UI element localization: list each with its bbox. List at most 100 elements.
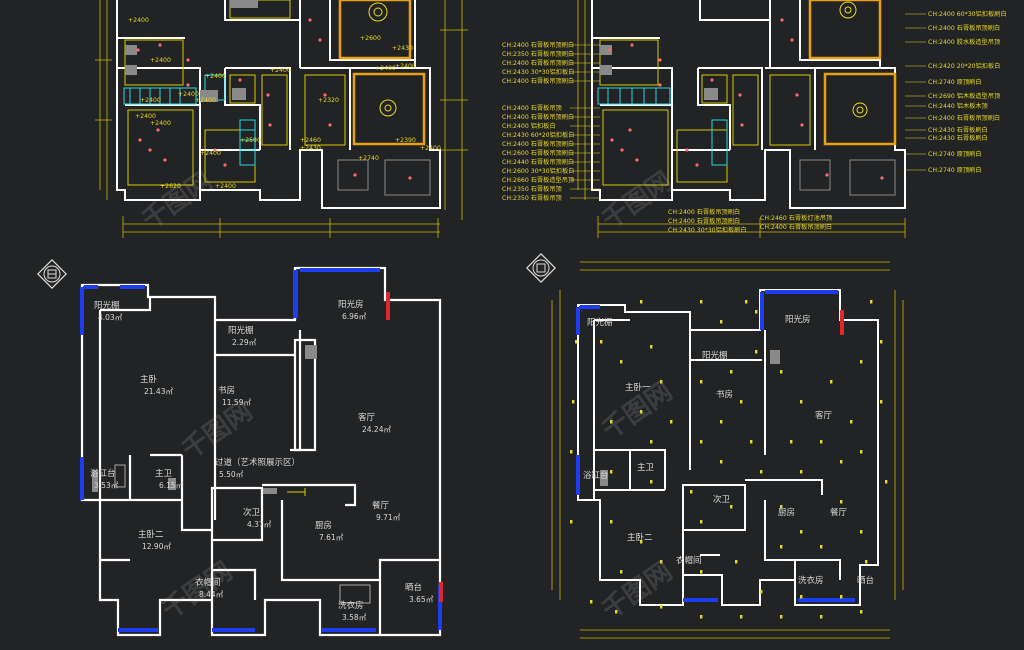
ceiling-height-label: +2600 — [360, 35, 381, 42]
ceiling-lamp — [308, 18, 312, 22]
ceiling-lamp — [186, 83, 190, 87]
room-name-label: 主卧一 — [625, 382, 651, 393]
room-name-label: 次卫 — [713, 494, 731, 505]
ceiling-note: CH:2400 石膏板吊顶刷白 — [928, 114, 1000, 122]
ceiling-lamp — [630, 43, 634, 47]
ceiling-lamp — [268, 123, 272, 127]
ceiling-lamp — [238, 78, 242, 82]
light-point — [670, 420, 673, 424]
ceiling-note: CH:2430 石膏板刷白 — [928, 126, 988, 134]
light-point — [640, 540, 643, 544]
ceiling-height-label: +2400 — [215, 183, 236, 190]
ceiling-lamp — [158, 43, 162, 47]
ceiling-lamp — [610, 138, 614, 142]
ceiling-height-label: +2400 — [420, 145, 441, 152]
light-point — [590, 600, 593, 604]
ceiling-lamp — [408, 176, 412, 180]
room-area-label: 9.71㎡ — [376, 513, 401, 522]
light-point — [570, 450, 573, 454]
ceiling-note: CH:2400 铝扣板白 — [502, 122, 556, 130]
ceiling-lamp — [353, 173, 357, 177]
light-point — [780, 505, 783, 509]
ceiling-note: CH:2400 石膏板吊顶刷白 — [502, 113, 574, 121]
light-point — [800, 530, 803, 534]
light-point — [660, 560, 663, 564]
ceiling-right-feature-zones — [808, 0, 897, 146]
room-area-label: 24.24㎡ — [362, 425, 391, 434]
light-point — [650, 345, 653, 349]
lighting-plan-windows — [576, 290, 855, 602]
light-point — [700, 520, 703, 524]
ceiling-lamp — [318, 38, 322, 42]
ceiling-note: CH:2740 原顶刷白 — [928, 166, 982, 174]
light-point — [720, 420, 723, 424]
room-name-label: 客厅 — [815, 410, 833, 421]
ceiling-note: CH:2740 原顶刷白 — [928, 150, 982, 158]
light-point — [700, 440, 703, 444]
compass-icon — [37, 259, 67, 289]
ceiling-note: CH:2430 60*20铝扣板白 — [502, 131, 574, 139]
room-name-label: 洗衣房 — [338, 600, 364, 611]
light-point — [700, 300, 703, 304]
ceiling-lamp — [186, 58, 190, 62]
light-point — [780, 615, 783, 619]
area-plan-dimension-ticks — [287, 488, 306, 496]
ceiling-lamp — [163, 158, 167, 162]
ceiling-height-label: +2460 — [300, 137, 321, 144]
ceiling-height-label: +2400 — [150, 57, 171, 64]
ceiling-lamp — [738, 93, 742, 97]
ceiling-note: CH:2400 60*30铝扣板刷白 — [928, 10, 1007, 18]
ceiling-note: CH:2660 石膏板造型吊顶 — [502, 176, 574, 184]
ceiling-lamp — [213, 148, 217, 152]
light-point — [650, 480, 653, 484]
ceiling-note: CH:2400 石膏板吊顶刷白 — [502, 140, 574, 148]
light-point — [620, 570, 623, 574]
ceiling-note: CH:2430 30*30铝扣板刷白 — [668, 226, 747, 234]
room-area-label: 3.58㎡ — [342, 613, 367, 622]
light-point — [700, 615, 703, 619]
ceiling-height-label: +2400 — [140, 97, 161, 104]
room-area-label: 4.37㎡ — [247, 520, 272, 529]
light-point — [880, 400, 883, 404]
light-point — [575, 340, 578, 344]
room-area-label: 6.15㎡ — [159, 481, 184, 490]
light-point — [610, 420, 613, 424]
lighting-plan-dimension-lines — [551, 261, 904, 639]
ceiling-left-feature-zones — [338, 0, 426, 146]
light-point — [790, 440, 793, 444]
ceiling-note: CH:2350 石膏板吊顶刷白 — [502, 50, 574, 58]
ceiling-left-fixtures-gray — [125, 0, 431, 196]
room-name-label: 餐厅 — [830, 508, 848, 518]
ceiling-left-dimension-lines — [95, 0, 468, 238]
ceiling-height-label: +2400 — [270, 67, 291, 74]
ceiling-height-label: +2400 — [178, 91, 199, 98]
watermark-text: 千图网 — [177, 396, 258, 465]
ceiling-right-dimension-lines — [577, 0, 906, 238]
ceiling-lamp — [138, 138, 142, 142]
light-point — [660, 605, 663, 609]
watermark-logo: 千图网千图网千图网千图网千图网千图网 — [137, 166, 678, 625]
ceiling-lamp — [710, 78, 714, 82]
ceiling-note: CH:2430 30*30铝扣板白 — [502, 68, 574, 76]
room-name-label: 浴缸台 — [583, 470, 609, 481]
light-point — [860, 610, 863, 614]
ceiling-note: CH:2600 石膏板吊顶刷白 — [502, 149, 574, 157]
room-name-label: 厨房 — [778, 507, 795, 518]
ceiling-note: CH:2400 石膏板吊顶刷白 — [502, 59, 574, 67]
room-name-label: 晒台 — [405, 582, 422, 593]
room-name-label: 浴缸台 — [90, 468, 116, 479]
light-point — [600, 340, 603, 344]
ceiling-note: CH:2350 石膏板吊顶 — [502, 194, 562, 202]
light-point — [755, 350, 758, 354]
area-plan-gray-elements — [92, 345, 371, 604]
light-point — [640, 410, 643, 414]
ceiling-note: CH:2350 石膏板吊顶 — [502, 185, 562, 193]
ceiling-lamp — [790, 38, 794, 42]
ceiling-height-label: +2740 — [358, 155, 379, 162]
ceiling-lamp — [695, 163, 699, 167]
ceiling-lamp — [148, 148, 152, 152]
light-point — [640, 300, 643, 304]
ceiling-left-height-labels: +2400+2400+2400+2400+2400+2400+2400+2400… — [128, 17, 441, 190]
